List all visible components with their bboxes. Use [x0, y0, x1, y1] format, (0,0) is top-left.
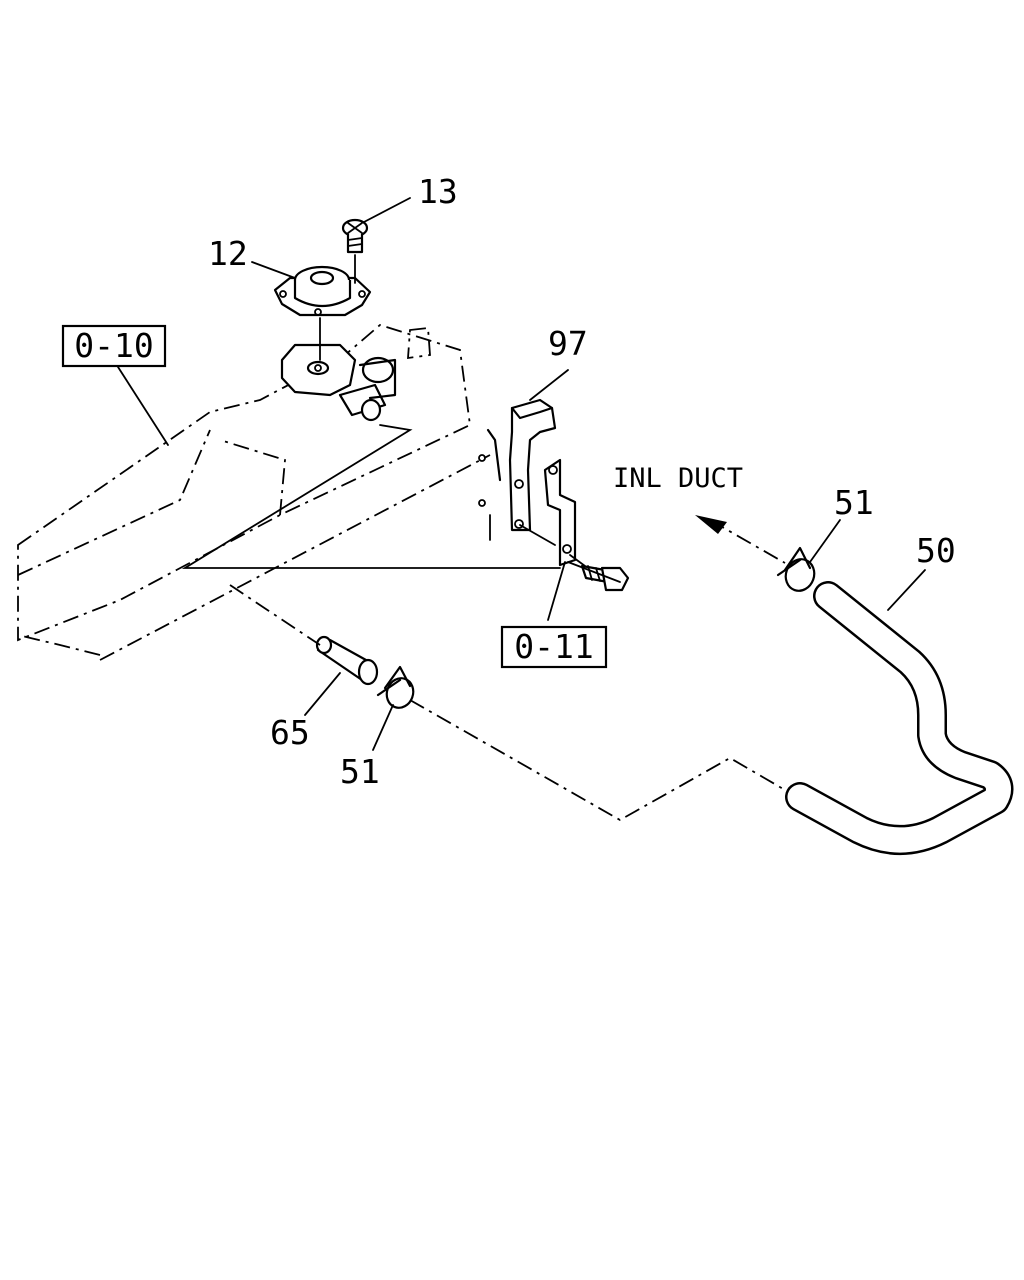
- hose-clip-part-51-right: [776, 519, 841, 592]
- inlet-duct-arrow: [695, 515, 786, 564]
- screw-part-13: [341, 197, 411, 284]
- hose-clip-part-51-left: [372, 665, 415, 751]
- callout-97[interactable]: 97: [548, 324, 588, 363]
- routing-line: [409, 699, 786, 822]
- breather-hose-part-50: [785, 569, 1014, 855]
- leader-0-10: [117, 366, 169, 446]
- leader-12: [251, 261, 296, 279]
- callout-51-right[interactable]: 51: [834, 483, 874, 522]
- callout-51-left[interactable]: 51: [340, 752, 380, 791]
- connector-part-65: [229, 584, 379, 716]
- bracket-part-97: [508, 369, 577, 567]
- inl-duct-label: INL DUCT: [613, 463, 743, 494]
- reference-0-11-label: 0-11: [514, 627, 593, 666]
- breather-cap-part-12: [273, 265, 372, 361]
- reference-box-0-11[interactable]: 0-11: [500, 625, 608, 669]
- callout-65[interactable]: 65: [270, 713, 310, 752]
- reference-0-10-label: 0-10: [74, 326, 153, 365]
- callout-12[interactable]: 12: [208, 234, 248, 273]
- bracket-bolt: [547, 554, 630, 621]
- reference-box-0-10[interactable]: 0-10: [61, 324, 167, 368]
- cylinder-head-cover: [17, 323, 502, 661]
- breather-case: [181, 343, 561, 569]
- callout-13[interactable]: 13: [418, 172, 458, 211]
- callout-50[interactable]: 50: [916, 531, 956, 570]
